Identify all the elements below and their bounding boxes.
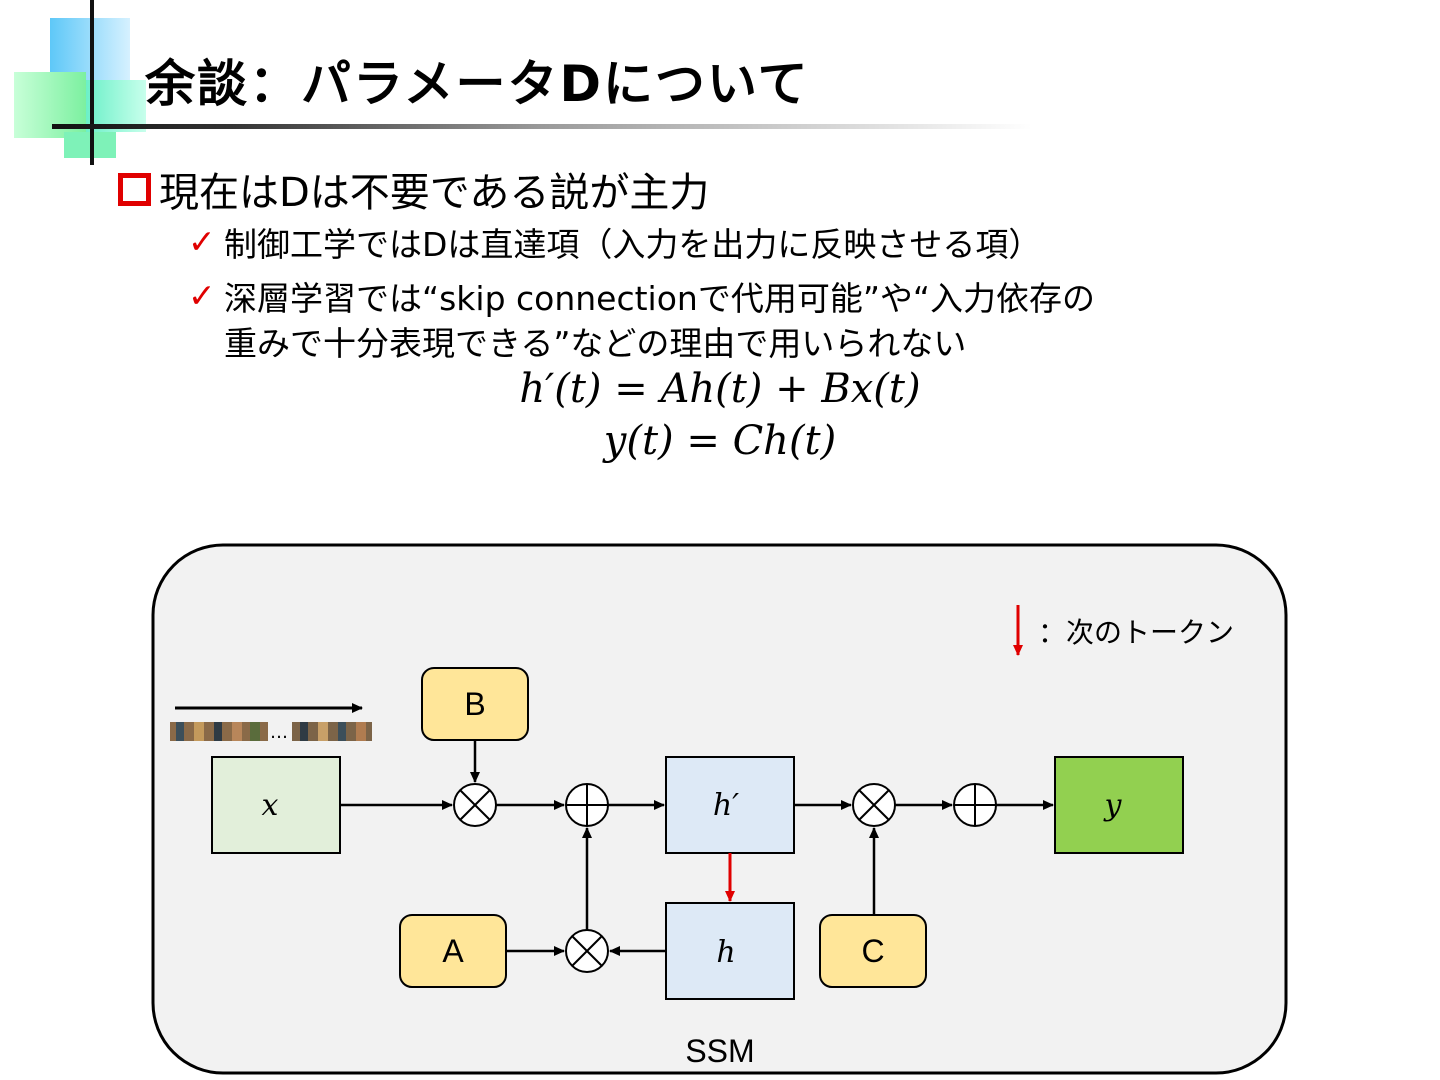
sub-bullet-2-line-2: 重みで十分表現できる”などの理由で用いられない [224,324,967,363]
token-frame [356,722,366,741]
sub-bullet-2: ✓ 深層学習では“skip connectionで代用可能”や“入力依存の 重み… [188,276,1095,366]
token-strip-right [292,722,372,741]
title-underline [52,124,1032,129]
main-bullet-text: 現在はDは不要である説が主力 [159,170,710,216]
output-equation: y(t) = Ch(t) [603,418,837,464]
node-x-label: x [262,788,279,823]
token-frame [232,722,242,741]
state-equation: h′(t) = Ah(t) + Bx(t) [519,366,921,412]
add-op-1-icon [565,783,609,827]
decor-vertical-line [90,0,94,165]
token-frame [176,722,184,741]
checkmark-icon: ✓ [188,222,216,261]
legend-text: ：次のトークン [1038,616,1234,649]
node-B-label: B [464,686,485,722]
token-frame [338,722,346,741]
sub-bullet-1: ✓ 制御工学ではDは直達項（入力を出力に反映させる項） [188,222,1041,267]
add-op-2-icon [953,783,997,827]
token-frame [318,722,328,741]
token-frame [250,722,260,741]
ssm-label: SSM [685,1033,754,1069]
token-strip: … [170,722,372,743]
token-frame [194,722,204,741]
node-y-label: y [1103,788,1123,823]
multiply-op-1-icon [453,783,497,827]
multiply-op-3-icon [852,783,896,827]
diagram-edges [340,740,1054,956]
node-h-prime-label: h′ [713,788,739,823]
node-A-label: A [442,933,464,969]
node-y [1054,756,1184,854]
token-frame [300,722,308,741]
node-C-label: C [861,933,884,969]
token-ellipsis: … [270,722,288,743]
token-frame [214,722,222,741]
slide-title: 余談：パラメータDについて [145,55,810,113]
main-bullet: 現在はDは不要である説が主力 [118,160,709,218]
decor-teal-block [86,80,146,132]
node-x [211,756,341,854]
sub-bullet-1-text: 制御工学ではDは直達項（入力を出力に反映させる項） [224,225,1042,264]
checkmark-icon: ✓ [188,276,216,315]
node-h-label: h [716,935,735,970]
multiply-op-2-icon [565,929,609,973]
square-bullet-icon [118,172,151,206]
sub-bullet-2-line-1: 深層学習では“skip connectionで代用可能”や“入力依存の [224,279,1096,318]
